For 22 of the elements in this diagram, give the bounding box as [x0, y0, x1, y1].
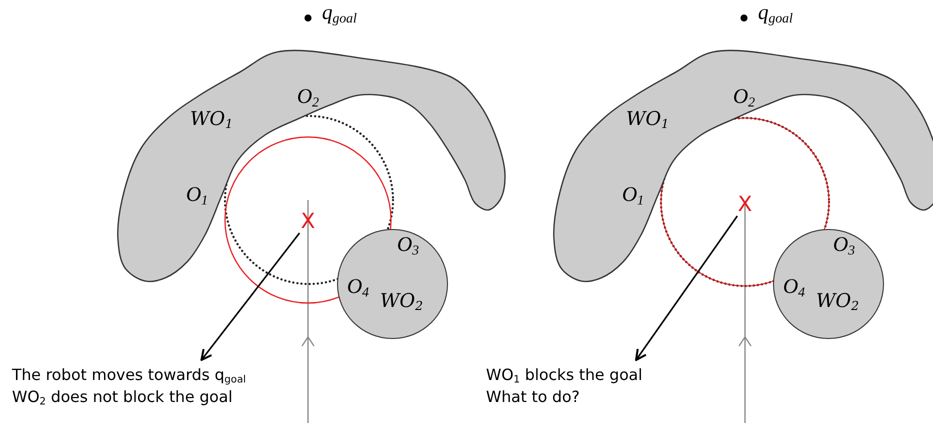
caption-text: WO$_{1}$ blocks the goal: [486, 365, 642, 386]
goal-label: q$_{goal}$: [758, 2, 793, 23]
robot-position-mark: X: [736, 194, 754, 216]
contact-point-label: O$_{4}$: [347, 276, 369, 297]
contact-point-label: O$_{4}$: [783, 276, 805, 297]
robot-position-mark: X: [299, 211, 317, 233]
caption-text: The robot moves towards q$_{goal}$: [12, 365, 246, 386]
obstacle-label: WO$_{1}$: [190, 110, 233, 129]
arrow: [200, 232, 300, 361]
caption-text: WO$_{2}$ does not block the goal: [12, 387, 234, 409]
contact-point-label: O$_{2}$: [297, 86, 319, 107]
contact-point-label: O$_{2}$: [733, 86, 755, 107]
goal-label: q$_{goal}$: [322, 2, 357, 23]
obstacle-label: WO$_{2}$: [380, 292, 423, 311]
obstacle-label: WO$_{1}$: [626, 110, 669, 129]
contact-point-label: O$_{1}$: [186, 184, 208, 205]
obstacle-label: WO$_{2}$: [816, 292, 859, 311]
contact-point-label: O$_{3}$: [397, 234, 419, 255]
contact-point-label: O$_{3}$: [833, 234, 855, 255]
arrow: [635, 216, 738, 361]
caption-text: What to do?: [486, 387, 581, 408]
contact-point-label: O$_{1}$: [622, 184, 644, 205]
